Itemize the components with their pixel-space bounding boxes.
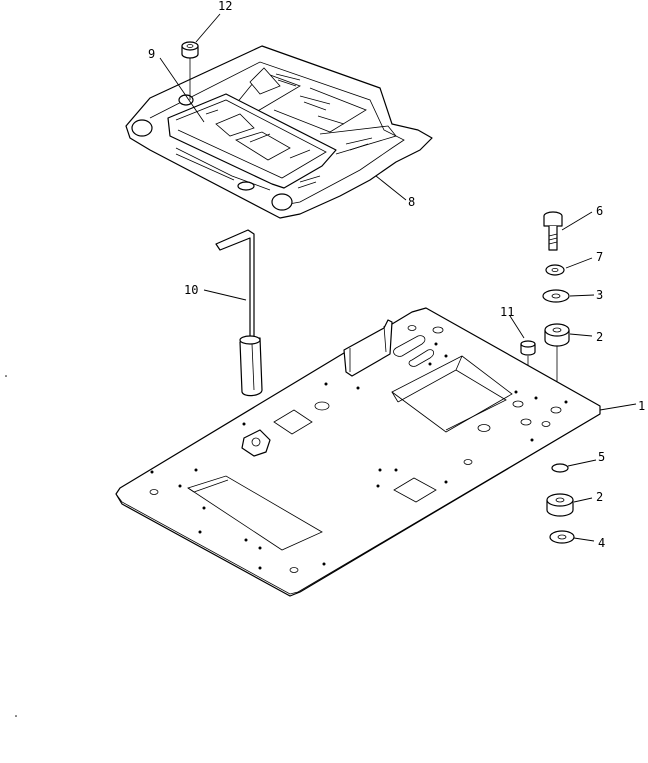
callout-4: 4 (598, 536, 605, 550)
callout-9: 9 (148, 47, 155, 61)
washer-4 (549, 530, 575, 544)
callout-1: 1 (638, 399, 645, 413)
floor-plate (115, 307, 601, 597)
callout-2-bottom: 2 (596, 490, 603, 504)
scan-speck (15, 715, 17, 717)
callout-7: 7 (596, 250, 603, 264)
callout-10: 10 (184, 283, 198, 297)
washer-7 (545, 264, 565, 276)
washer-3 (542, 289, 570, 303)
callout-12: 12 (218, 0, 232, 13)
rubber-mount-2-bottom (546, 493, 574, 517)
bolt-6 (543, 211, 563, 251)
rubber-mount-2-top (544, 323, 570, 347)
callout-5: 5 (598, 450, 605, 464)
scan-speck (5, 375, 7, 377)
rubber-cap-12 (181, 41, 199, 100)
hex-wrench-10 (215, 229, 263, 397)
seat-box (167, 93, 337, 191)
callout-3: 3 (596, 288, 603, 302)
callout-labels: 12 9 8 6 7 3 10 11 2 1 5 2 4 (148, 0, 645, 550)
leader-lines (159, 13, 637, 542)
callout-8: 8 (408, 195, 415, 209)
washer-5 (551, 463, 569, 473)
callout-2-top: 2 (596, 330, 603, 344)
callout-11: 11 (500, 305, 514, 319)
callout-6: 6 (596, 204, 603, 218)
